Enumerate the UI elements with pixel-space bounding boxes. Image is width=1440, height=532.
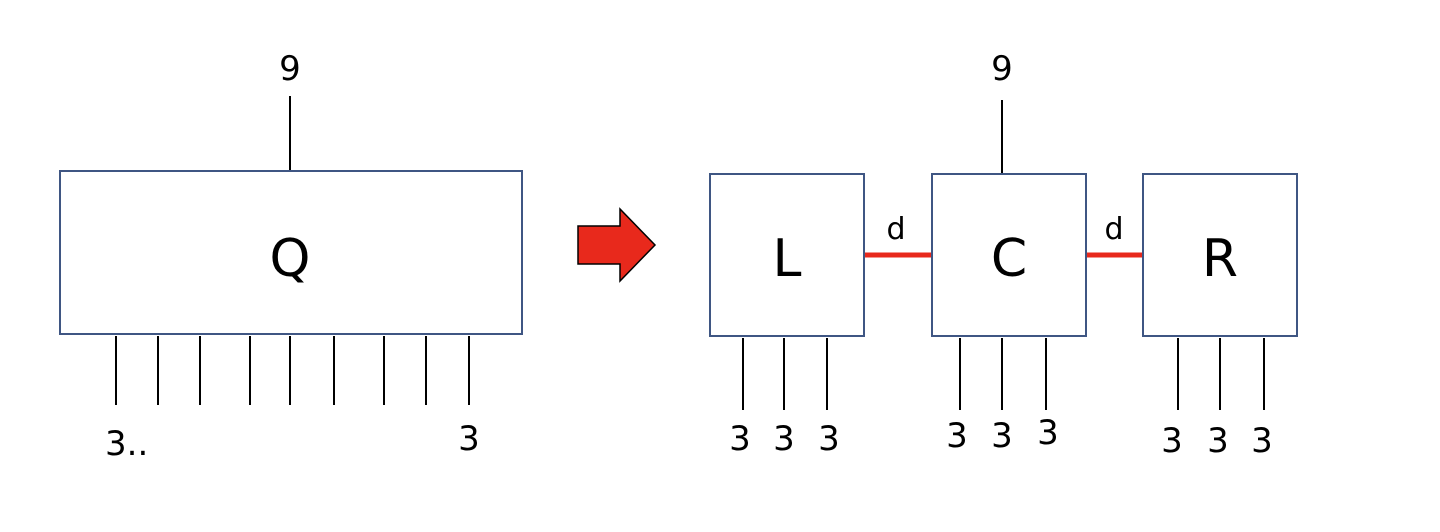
- tensor-c: 9 C 3 3 3: [931, 49, 1087, 456]
- r-dim-label: 3: [1251, 421, 1273, 461]
- bond-c-r-label: d: [1104, 212, 1123, 247]
- c-dim-label: 3: [1037, 413, 1059, 453]
- r-box: [1142, 173, 1298, 337]
- c-dim-label: 3: [991, 416, 1013, 456]
- q-label: Q: [270, 229, 311, 289]
- l-dim-label: 3: [729, 419, 751, 459]
- q-bottom-legs: [115, 336, 470, 405]
- q-bottom-last-dim-label: 3: [458, 419, 480, 459]
- bond-l-c-label: d: [886, 212, 905, 247]
- l-label: L: [773, 229, 802, 289]
- q-box: [59, 170, 523, 335]
- c-label: C: [991, 229, 1027, 289]
- c-top-dim-label: 9: [991, 49, 1013, 89]
- r-dim-label: 3: [1161, 421, 1183, 461]
- l-dim-label: 3: [773, 419, 795, 459]
- c-box: [931, 173, 1087, 337]
- c-dim-label: 3: [946, 416, 968, 456]
- tensor-q: 9 Q 3.. 3: [59, 49, 523, 464]
- q-top-dim-label: 9: [279, 49, 301, 89]
- l-dim-label: 3: [818, 419, 840, 459]
- r-dim-label: 3: [1207, 421, 1229, 461]
- l-box: [709, 173, 865, 337]
- r-label: R: [1202, 229, 1238, 289]
- tensor-r: R 3 3 3: [1142, 173, 1298, 461]
- tensor-l: L 3 3 3: [709, 173, 865, 459]
- right-arrow-icon: [577, 207, 657, 283]
- q-bottom-first-dim-label: 3..: [105, 424, 148, 464]
